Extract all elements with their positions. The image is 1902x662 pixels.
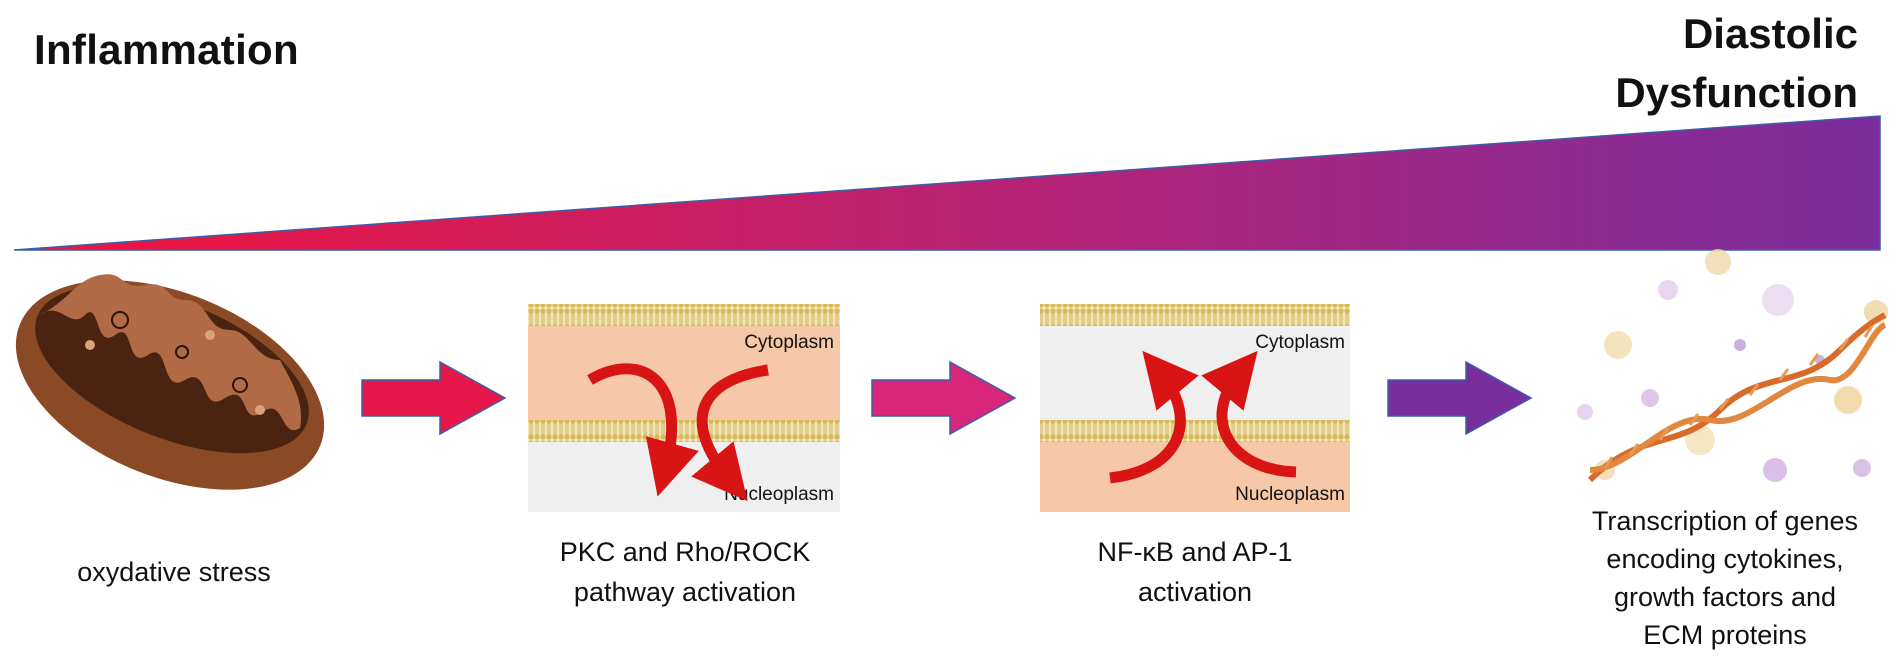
caption-line: pathway activation	[573, 577, 797, 607]
arrow-2	[871, 360, 1017, 436]
caption-line: ECM proteins	[1643, 620, 1807, 650]
caption-line: NF-κB and AP-1	[1097, 537, 1293, 567]
cytoplasm-label: Cytoplasm	[1255, 332, 1345, 353]
caption-line: activation	[1137, 577, 1253, 607]
arrow-3	[1387, 360, 1533, 436]
mitochondrion-icon	[15, 274, 325, 490]
nfkb-panel: Cytoplasm Nucleoplasm	[1040, 304, 1350, 512]
diastolic-dysfunction-title: Diastolic Dysfunction	[1498, 4, 1858, 122]
title-line: Dysfunction	[1615, 69, 1858, 116]
caption-line: growth factors and	[1613, 582, 1837, 612]
caption-line: Transcription of genes	[1591, 506, 1859, 536]
cytoplasm-label: Cytoplasm	[744, 332, 834, 353]
red-curved-arrow	[1109, 350, 1199, 484]
inflammation-title: Inflammation	[34, 26, 299, 73]
severity-gradient-wedge	[13, 115, 1881, 251]
caption-line: PKC and Rho/ROCK	[559, 537, 811, 567]
step-caption-oxidative-stress: oxydative stress	[44, 552, 304, 592]
pkc-panel: Cytoplasm Nucleoplasm	[528, 304, 840, 512]
title-line: Diastolic	[1682, 10, 1858, 57]
caption-line: oxydative stress	[77, 557, 271, 587]
step-caption-transcription: Transcription of genes encoding cytokine…	[1560, 502, 1890, 654]
nucleoplasm-label: Nucleoplasm	[724, 484, 834, 505]
step-caption-pkc: PKC and Rho/ROCK pathway activation	[520, 532, 850, 612]
step-caption-nfkb: NF-κB and AP-1 activation	[1030, 532, 1360, 612]
red-curved-arrow	[691, 364, 769, 502]
arrow-1	[361, 360, 507, 436]
dna-cytokines-icon	[1577, 249, 1888, 483]
caption-line: encoding cytokines,	[1606, 544, 1844, 574]
red-curved-arrow	[587, 363, 699, 497]
red-curved-arrow	[1201, 350, 1297, 478]
nucleoplasm-label: Nucleoplasm	[1235, 484, 1345, 505]
